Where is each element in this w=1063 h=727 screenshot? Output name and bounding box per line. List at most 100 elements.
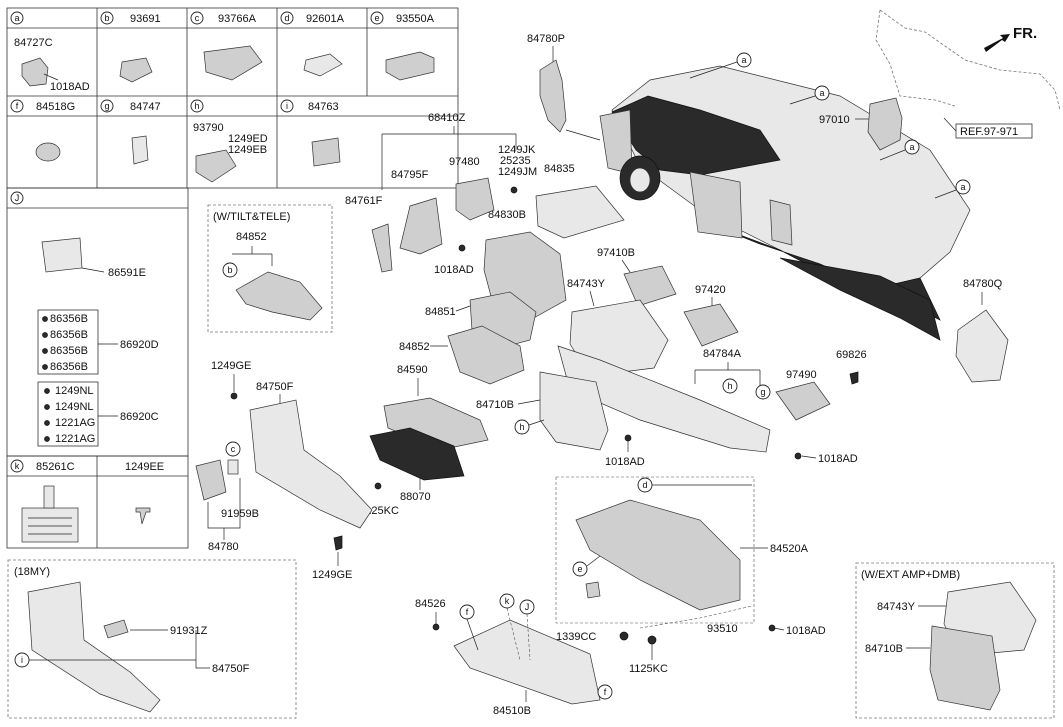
svg-text:1018AD: 1018AD xyxy=(786,625,826,637)
svg-text:i: i xyxy=(21,655,23,665)
svg-text:84710B: 84710B xyxy=(476,399,514,411)
part-84750F: 1249GE 84750F c 91959B 84780 1249GE xyxy=(195,360,373,581)
svg-text:1125KC: 1125KC xyxy=(629,663,668,675)
svg-text:f: f xyxy=(466,607,469,617)
legend-part: 86356B xyxy=(50,361,88,373)
usb-jack-icon xyxy=(385,51,435,81)
switch-module-icon xyxy=(203,45,263,81)
legend-cell-c: c 93766A xyxy=(190,11,263,81)
legend-part: 1249ED xyxy=(228,133,268,145)
legend-cell-j: J 86591E 86356B 86356B 86356B 86356B 869… xyxy=(10,191,159,447)
legend-cell-b: b 93691 xyxy=(100,11,161,83)
legend-part: 84763 xyxy=(308,101,339,113)
svg-text:1018AD: 1018AD xyxy=(605,456,645,468)
legend-part: 1018AD xyxy=(50,81,90,93)
svg-text:d: d xyxy=(642,480,647,490)
svg-text:1018AD: 1018AD xyxy=(818,453,858,465)
svg-text:a: a xyxy=(741,55,746,65)
svg-text:88070: 88070 xyxy=(400,491,431,503)
legend-part: 1249EB xyxy=(228,144,267,156)
svg-text:25235: 25235 xyxy=(500,155,531,167)
svg-text:84795F: 84795F xyxy=(391,169,429,181)
svg-text:k: k xyxy=(505,596,510,606)
cap-part-icon xyxy=(35,142,61,162)
switch-part-icon xyxy=(119,57,153,83)
svg-text:84761F: 84761F xyxy=(345,195,383,207)
svg-text:84743Y: 84743Y xyxy=(877,601,916,613)
label-tab-icon xyxy=(43,485,55,509)
clip-screw-icon xyxy=(135,507,151,525)
screw-icon xyxy=(42,364,48,370)
svg-text:84510B: 84510B xyxy=(493,705,531,717)
duct-part-icon xyxy=(195,149,237,183)
svg-text:91959B: 91959B xyxy=(221,508,259,520)
legend-part: 84727C xyxy=(14,37,53,49)
legend-part: 92601A xyxy=(306,13,345,25)
legend-part: 86356B xyxy=(50,329,88,341)
part-vents-and-fascia: 97410B 84743Y 97420 84784A h g 97490 698… xyxy=(557,247,867,468)
legend-letter-f: f xyxy=(16,101,19,111)
legend-cell-h: h 93790 1249ED 1249EB xyxy=(190,99,268,183)
svg-text:a: a xyxy=(909,142,914,152)
legend-part: 86356B xyxy=(50,345,88,357)
svg-text:84852: 84852 xyxy=(399,341,430,353)
callout-a-4: a xyxy=(934,179,971,199)
callout-a-2: a xyxy=(789,85,830,105)
front-arrow-icon xyxy=(984,34,1010,52)
clip-part-icon xyxy=(131,135,149,165)
svg-text:J: J xyxy=(525,602,530,612)
part-84520A: d 84520A e 1339CC 93510 1018AD 1125KC xyxy=(555,476,826,675)
svg-text:(W/TILT&TELE): (W/TILT&TELE) xyxy=(213,211,290,223)
legend-table: a 84727C 1018AD b 93691 c 93766A d 92601… xyxy=(6,7,459,549)
svg-text:84830B: 84830B xyxy=(488,209,526,221)
part-84510B: 84526 f k J f 84510B xyxy=(415,593,613,717)
legend-cell-k: k 85261C 1249EE xyxy=(10,459,164,543)
svg-text:91931Z: 91931Z xyxy=(170,625,208,637)
callout-a-3: a xyxy=(879,139,920,161)
legend-letter-i: i xyxy=(286,101,288,111)
legend-part: 93550A xyxy=(396,13,435,25)
legend-letter-h: h xyxy=(194,101,199,111)
legend-part: 93691 xyxy=(130,13,161,25)
svg-text:(18MY): (18MY) xyxy=(14,566,50,578)
legend-part: 1249NL xyxy=(55,401,94,413)
screw-icon xyxy=(44,388,50,394)
svg-text:1018AD: 1018AD xyxy=(434,264,474,276)
legend-letter-j: J xyxy=(15,193,20,203)
legend-letter-k: k xyxy=(15,461,20,471)
callout-a-1: a xyxy=(689,52,752,79)
screw-icon xyxy=(44,404,50,410)
svg-text:84743Y: 84743Y xyxy=(567,278,606,290)
legend-part: 1221AG xyxy=(55,433,95,445)
legend-letter-a: a xyxy=(14,13,19,23)
legend-part: 1221AG xyxy=(55,417,95,429)
svg-text:c: c xyxy=(231,444,236,454)
part-84780P: 84780P xyxy=(527,33,601,141)
part-column-shroud: 84851 84852 xyxy=(399,291,537,385)
connector-part-icon xyxy=(303,53,343,77)
legend-cell-i: i 84763 xyxy=(280,99,341,167)
svg-text:84780: 84780 xyxy=(208,541,239,553)
legend-part: 86591E xyxy=(108,267,146,279)
svg-text:97410B: 97410B xyxy=(597,247,635,259)
legend-cell-a: a 84727C 1018AD xyxy=(10,11,90,93)
legend-part: 85261C xyxy=(36,461,75,473)
front-direction: FR. xyxy=(984,25,1037,52)
svg-text:84750F: 84750F xyxy=(212,663,250,675)
svg-text:b: b xyxy=(227,265,232,275)
svg-text:84835: 84835 xyxy=(544,163,575,175)
front-label: FR. xyxy=(1013,25,1037,42)
legend-cell-f: f 84518G xyxy=(10,99,75,162)
screw-icon xyxy=(42,348,48,354)
svg-text:84852: 84852 xyxy=(236,231,267,243)
part-84780Q: 84780Q xyxy=(955,278,1009,383)
legend-part: 93766A xyxy=(218,13,257,25)
svg-text:68410Z: 68410Z xyxy=(428,112,466,124)
svg-text:g: g xyxy=(760,387,765,397)
legend-part: 86920D xyxy=(120,339,159,351)
svg-text:84526: 84526 xyxy=(415,598,446,610)
svg-text:84851: 84851 xyxy=(425,306,456,318)
screw-icon xyxy=(42,316,48,322)
svg-text:84710B: 84710B xyxy=(865,643,903,655)
